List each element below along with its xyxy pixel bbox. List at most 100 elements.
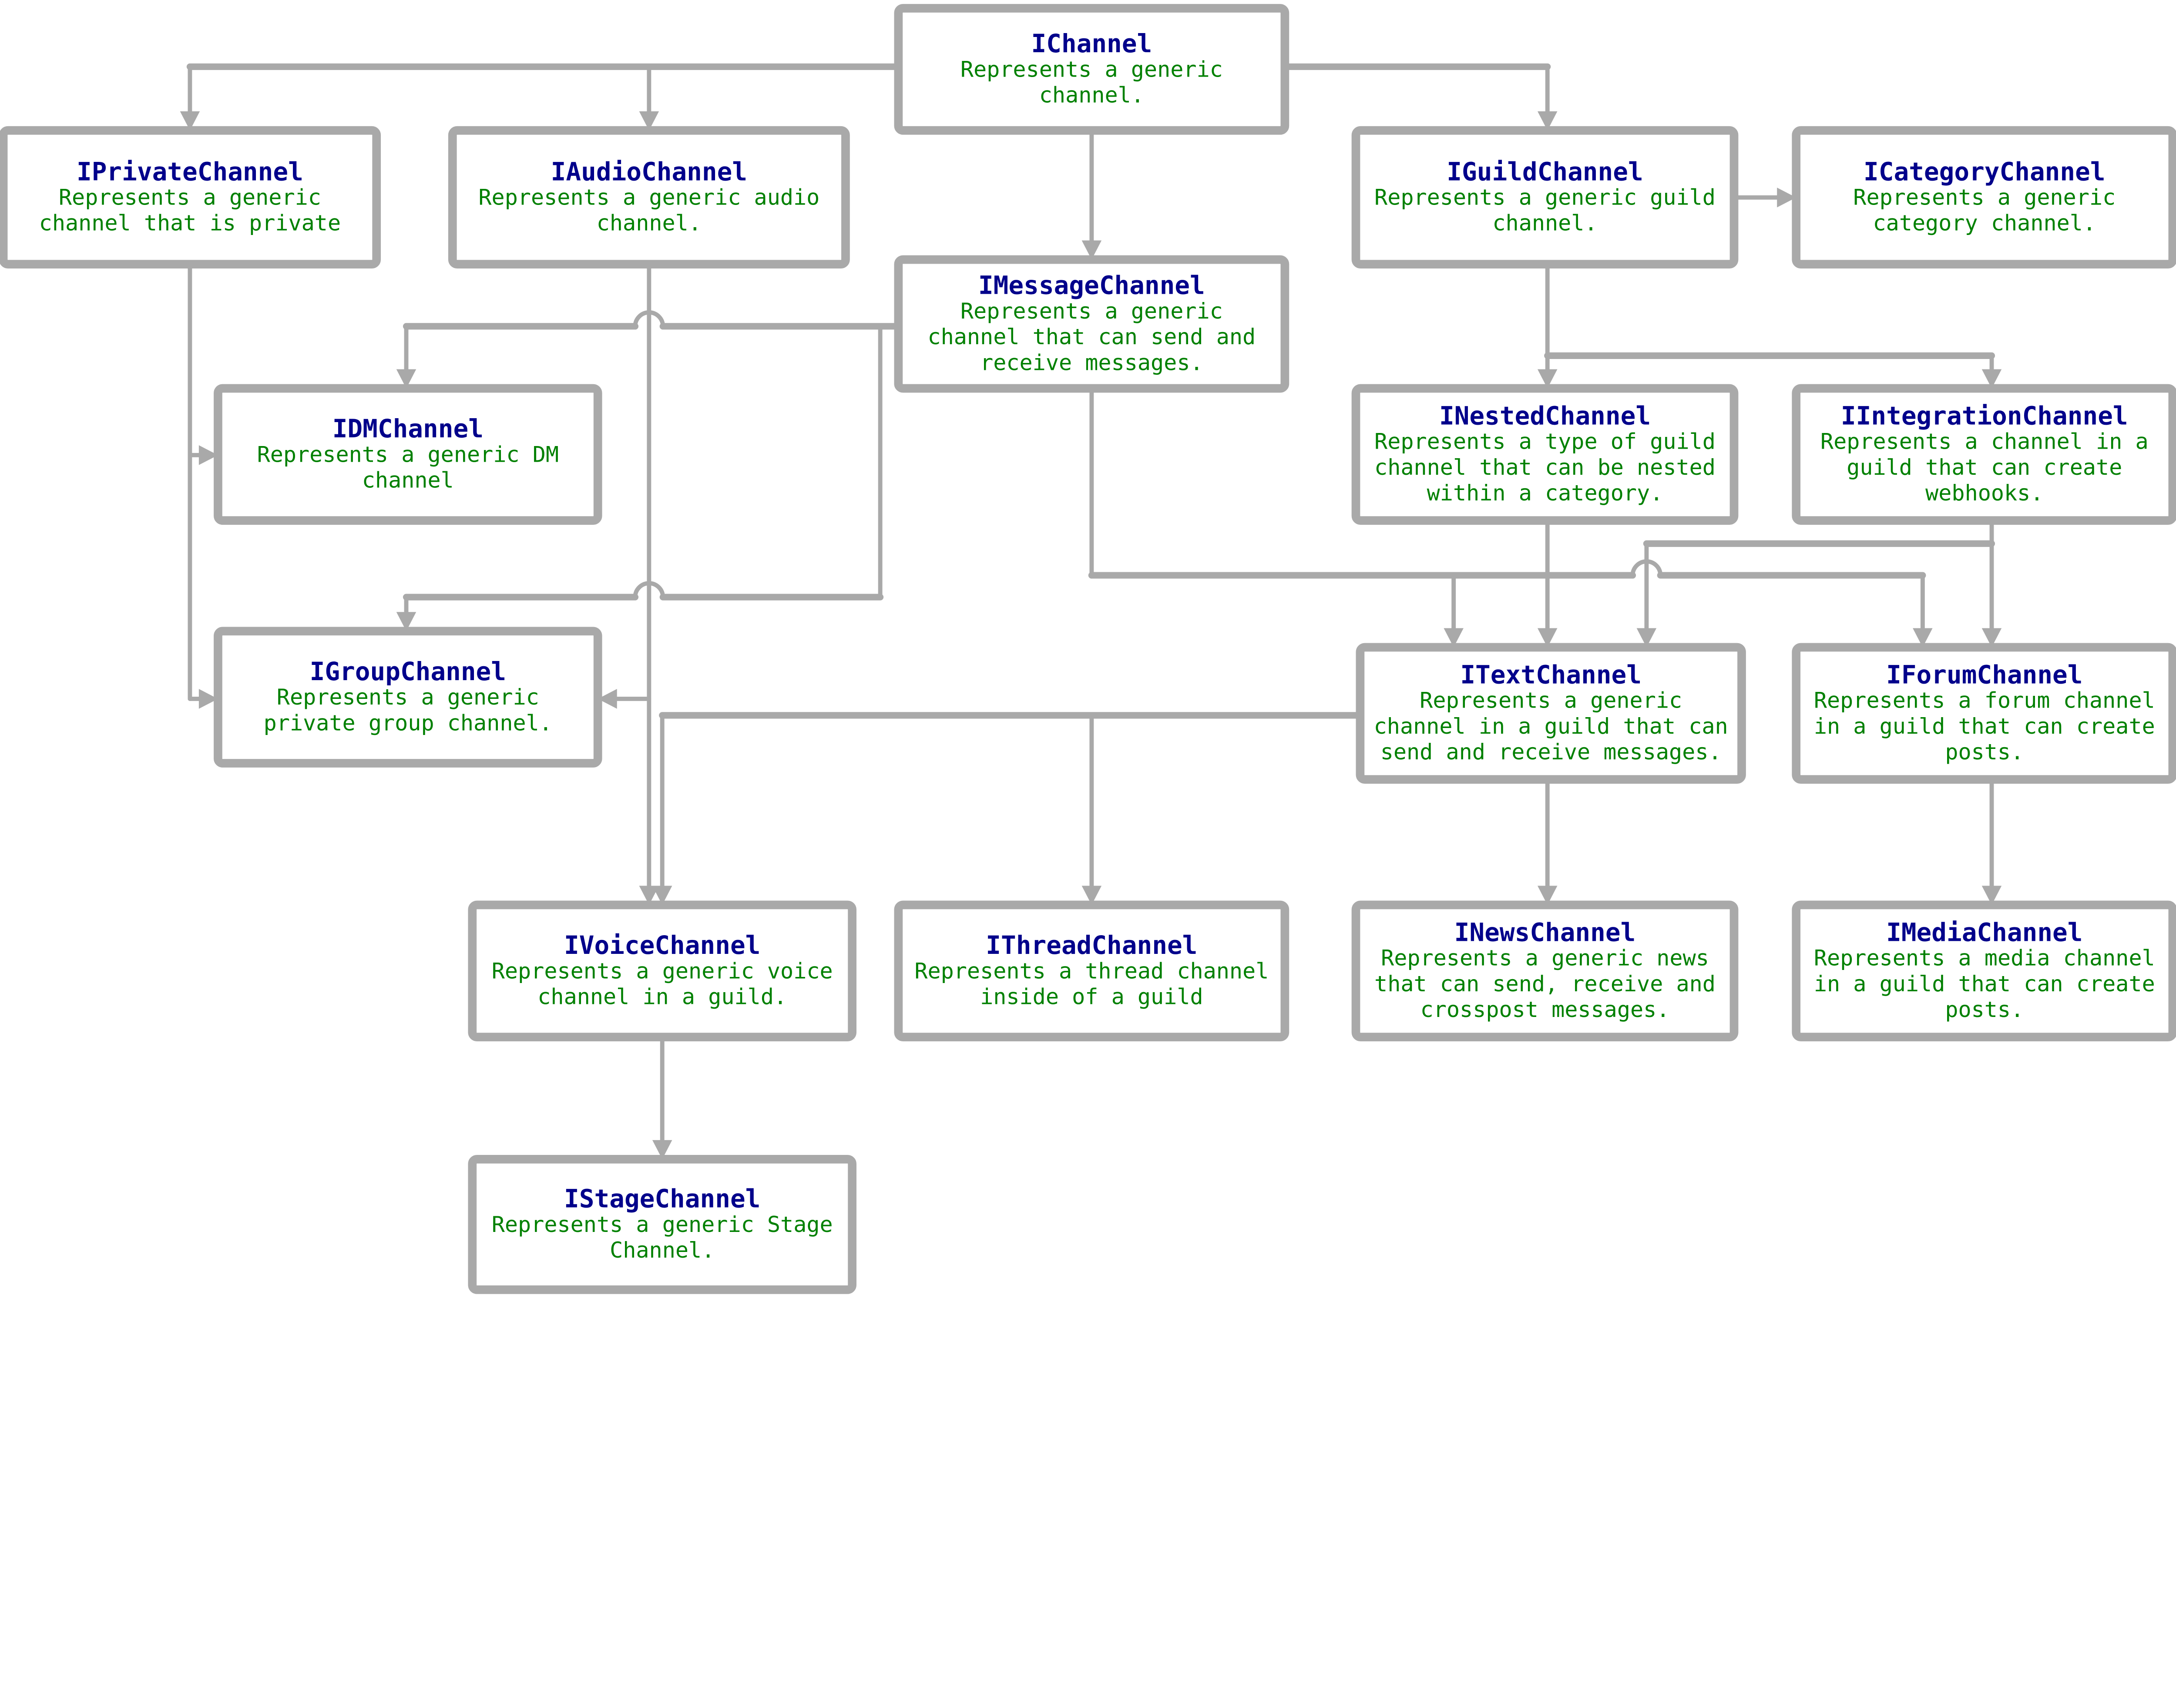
node-desc-line: Channel. [610,1238,715,1263]
edge-IChannel-IMessageChannel [1081,128,1102,262]
node-desc-line: channel that can be nested [1374,455,1716,480]
node-desc-line: Represents a generic [960,57,1223,82]
node-desc-line: in a guild that can create [1814,714,2155,739]
node-desc-line: within a category. [1427,480,1663,506]
arrowhead-icon [1981,886,2002,905]
edge-IChannel-IGuildChannel [1281,63,1558,133]
node-box [1792,900,2176,1041]
node-title: IChannel [1031,29,1152,58]
node-desc-line: posts. [1945,997,2024,1022]
node-box [1351,384,1739,525]
node-desc-line: Represents a generic news [1381,946,1709,971]
arrowhead-icon [1981,628,2002,648]
edge-IPrivateChannel-IGroupChannel [188,689,220,709]
node-desc-line: Represents a generic [1420,688,1682,713]
node-desc-line: channel that can send and [927,324,1256,349]
node-desc-line: channel in a guild that can [1374,714,1728,739]
arrowhead-icon [198,689,218,709]
node-desc-line: inside of a guild [980,984,1203,1010]
node-desc-line: in a guild that can create [1814,971,2155,997]
node-desc-line: channel [362,468,454,493]
arrowhead-icon [1081,886,1102,905]
arrowhead-icon [1537,886,1558,905]
edge-IForumChannel-IMediaChannel [1981,777,2002,907]
node-desc-line: Represents a media channel [1814,946,2155,971]
arrowhead-icon [652,1140,672,1159]
node-title: IIntegrationChannel [1841,401,2128,431]
node-title: ICategoryChannel [1864,157,2105,186]
node-desc-line: posts. [1945,739,2024,765]
node-desc-line: receive messages. [980,350,1203,375]
node-box [1792,384,2176,525]
edge-IGuildChannel-ICategoryChannel [1732,188,1799,208]
arrowhead-icon [639,111,659,131]
node-title: ITextChannel [1460,660,1642,690]
node-title: IDMChannel [332,414,484,443]
node-desc-line: Represents a generic [59,185,321,210]
node-title: IPrivateChannel [77,157,303,186]
edge-IMessageChannel-IForumChannel [1088,386,1933,650]
edge-bundle-ITextChannel [1444,573,1464,650]
node-desc-line: Represents a forum channel [1814,688,2155,713]
node-desc-line: channel. [1039,83,1144,108]
node-title: IThreadChannel [986,930,1197,960]
node-desc-line: Represents a generic Stage [492,1212,833,1237]
arrowhead-icon [1981,369,2002,389]
node-desc-line: channel in a guild. [537,984,787,1010]
arrowhead-icon [198,445,218,465]
node-title: INestedChannel [1439,401,1651,431]
arrowhead-icon [1537,628,1558,648]
arrowhead-icon [639,886,659,905]
edge-IAudioChannel-IVoiceChannel [639,262,659,907]
edge-IChannel-IPrivateChannel [180,63,902,133]
edge-IIntegrationChannel-ITextChannel [1636,540,1995,650]
node-desc-line: Represents a type of guild [1374,429,1716,454]
edge-IChannel-IAudioChannel [639,64,659,133]
node-title: IMediaChannel [1886,918,2082,947]
node-desc-line: Represents a channel in a [1820,429,2149,454]
node-desc-line: crosspost messages. [1420,997,1670,1022]
edge-ITextChannel-IThreadChannel [1081,713,1102,907]
edge-IGuildChannel-IIntegrationChannel [1544,352,2002,391]
edge-INestedChannel-ITextChannel [1537,518,1558,650]
node-title: IGroupChannel [310,657,506,686]
node-desc-line: Represents a generic DM [257,442,559,467]
node-title: IMessageChannel [978,271,1205,300]
node-desc-line: Represents a thread channel [914,958,1269,983]
node-title: IVoiceChannel [564,930,760,960]
node-desc-line: Represents a generic voice [492,958,833,983]
node-title: IForumChannel [1886,660,2082,690]
edge-IAudioChannel-IGroupChannel [595,689,651,709]
arrowhead-icon [396,369,416,389]
node-desc-line: guild that can create [1847,455,2122,480]
node-desc-line: Represents a generic [277,685,539,710]
arrowhead-icon [652,886,672,905]
arrowhead-icon [396,612,416,631]
node-box [1351,900,1739,1041]
node-desc-line: Represents a generic [960,299,1223,324]
node-desc-line: channel. [1492,211,1597,236]
node-desc-line: channel that is private [39,211,341,236]
edge-IVoiceChannel-IStageChannel [652,1035,672,1161]
node-desc-line: channel. [597,211,702,236]
node-desc-line: Represents a generic [1853,185,2116,210]
node-title: IAudioChannel [551,157,747,186]
edge-IIntegrationChannel-IForumChannel [1981,541,2002,650]
node-title: IGuildChannel [1447,157,1643,186]
edge-IMessageChannel-IGroupChannel [396,324,884,634]
